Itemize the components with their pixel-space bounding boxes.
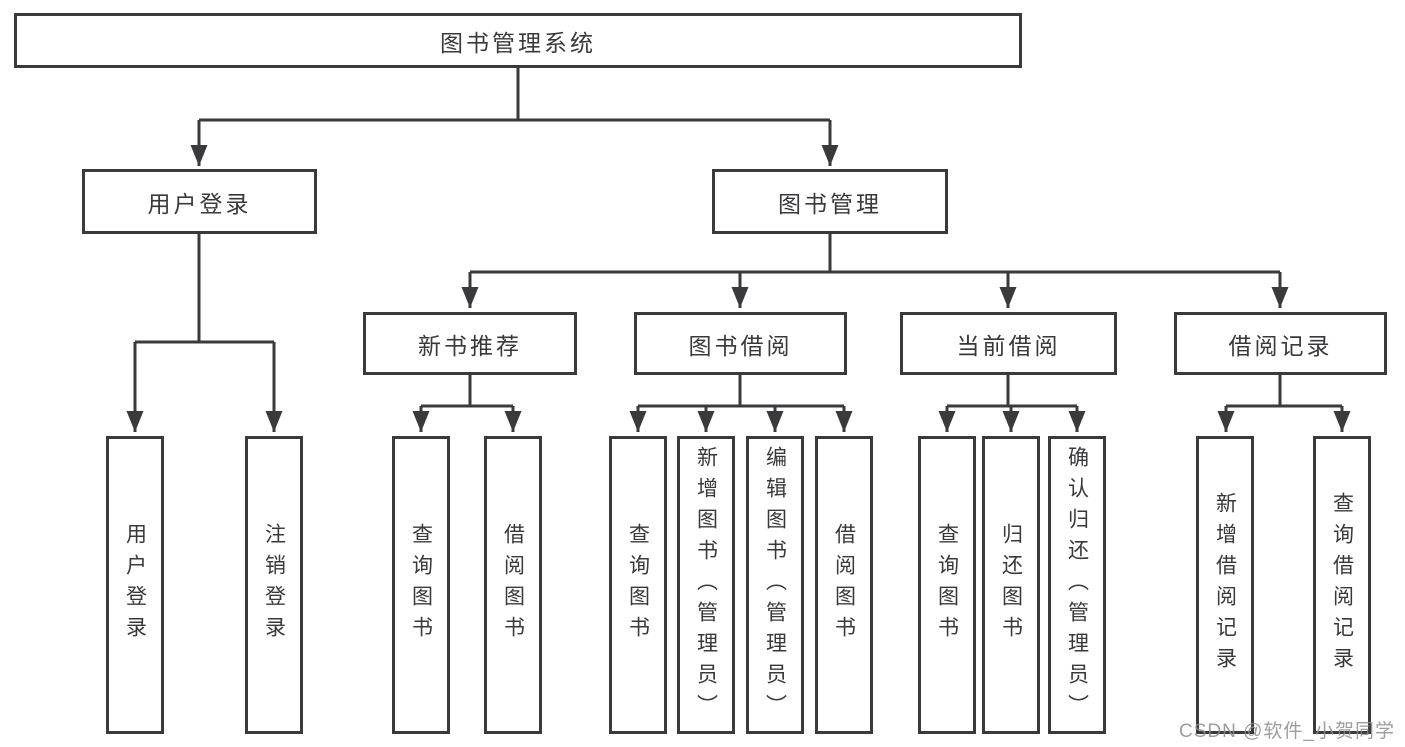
csdn-watermark: CSDN @软件_小贺同学 bbox=[1179, 721, 1395, 742]
leaf-logout: 注销登录 bbox=[245, 436, 303, 734]
node-new-book-recommend: 新书推荐 bbox=[363, 312, 577, 375]
bus-borrow-records-children bbox=[1226, 375, 1342, 408]
leaf-label: 借阅图书 bbox=[501, 523, 525, 647]
leaf-return-books: 归还图书 bbox=[982, 436, 1040, 734]
leaf-label: 新增借阅记录 bbox=[1213, 492, 1237, 678]
leaf-label: 注销登录 bbox=[262, 523, 286, 647]
node-book-management-label: 图书管理 bbox=[778, 190, 882, 217]
node-book-management: 图书管理 bbox=[712, 169, 948, 234]
leaf-label: 用户登录 bbox=[123, 523, 147, 647]
node-current-borrow-label: 当前借阅 bbox=[956, 332, 1061, 359]
leaf-label: 查询借阅记录 bbox=[1330, 492, 1354, 678]
bus-root-to-level2 bbox=[199, 68, 830, 122]
leaf-add-borrow-record: 新增借阅记录 bbox=[1196, 436, 1254, 734]
leaf-label: 查询图书 bbox=[409, 523, 433, 647]
node-user-login: 用户登录 bbox=[82, 169, 317, 234]
node-book-borrow-label: 图书借阅 bbox=[688, 332, 793, 359]
node-current-borrow: 当前借阅 bbox=[900, 312, 1117, 375]
leaf-query-borrow-record: 查询借阅记录 bbox=[1313, 436, 1371, 734]
node-root: 图书管理系统 bbox=[14, 13, 1022, 68]
leaf-edit-books-admin: 编辑图书（管理员） bbox=[746, 436, 804, 734]
node-new-book-recommend-label: 新书推荐 bbox=[418, 332, 522, 359]
leaf-label: 查询图书 bbox=[626, 523, 650, 647]
leaf-borrow-books-2: 借阅图书 bbox=[815, 436, 873, 734]
bus-new-book-children bbox=[421, 375, 513, 408]
leaf-label: 查询图书 bbox=[935, 523, 959, 647]
bus-book-management-children bbox=[470, 234, 1280, 274]
leaf-label: 借阅图书 bbox=[832, 523, 856, 647]
leaf-label: 确认归还（管理员） bbox=[1065, 445, 1089, 725]
node-borrow-records-label: 借阅记录 bbox=[1228, 332, 1333, 359]
leaf-borrow-books-1: 借阅图书 bbox=[484, 436, 542, 734]
node-borrow-records: 借阅记录 bbox=[1174, 312, 1387, 375]
node-user-login-label: 用户登录 bbox=[147, 190, 252, 217]
bus-current-borrow-children bbox=[947, 375, 1077, 408]
leaf-query-books-2: 查询图书 bbox=[609, 436, 667, 734]
leaf-label: 编辑图书（管理员） bbox=[763, 445, 787, 725]
leaf-add-books-admin: 新增图书（管理员） bbox=[677, 436, 735, 734]
leaf-query-books-1: 查询图书 bbox=[392, 436, 450, 734]
leaf-label: 归还图书 bbox=[999, 523, 1023, 647]
leaf-query-books-3: 查询图书 bbox=[918, 436, 976, 734]
leaf-label: 新增图书（管理员） bbox=[694, 445, 718, 725]
node-book-borrow: 图书借阅 bbox=[634, 312, 847, 375]
leaf-user-login: 用户登录 bbox=[106, 436, 164, 734]
node-root-label: 图书管理系统 bbox=[440, 29, 596, 56]
bus-book-borrow-children bbox=[638, 375, 844, 408]
bus-user-login-children bbox=[135, 234, 274, 344]
leaf-confirm-return-admin: 确认归还（管理员） bbox=[1048, 436, 1106, 734]
